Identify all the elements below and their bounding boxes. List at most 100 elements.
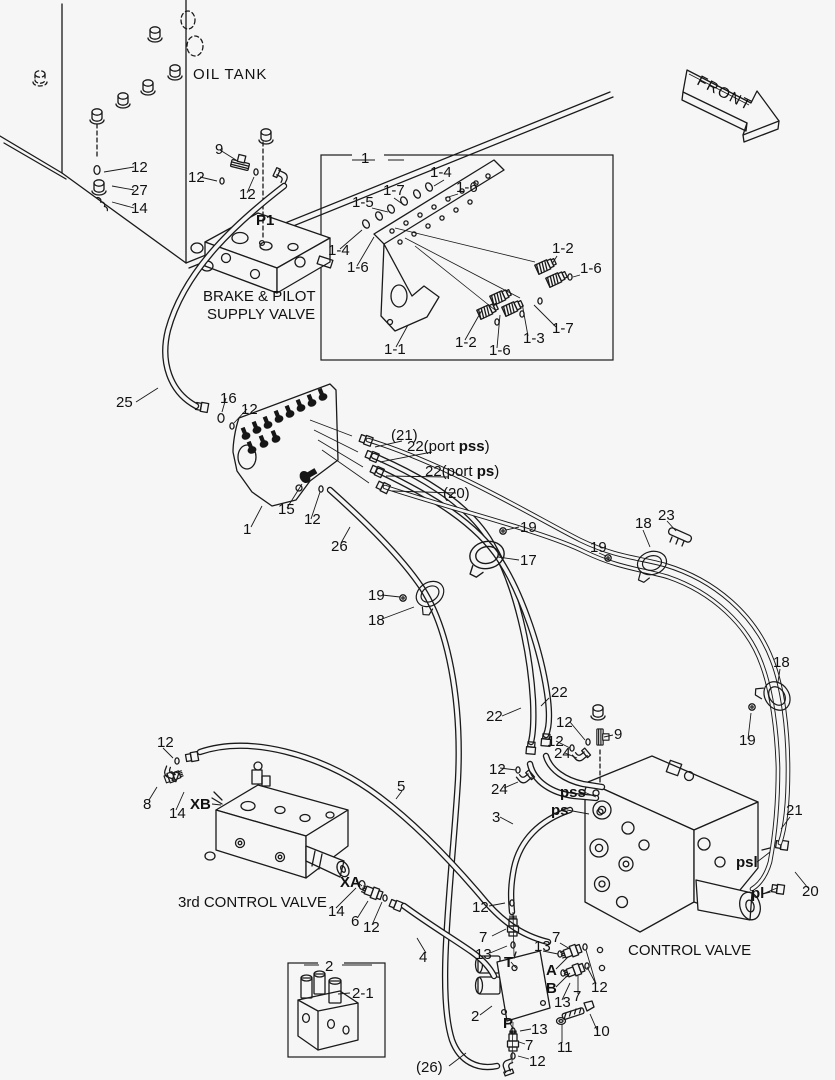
callout-4: 4: [419, 949, 427, 966]
callout-23: 23: [658, 507, 675, 524]
port-label-t: T: [504, 954, 513, 971]
callout-1-6: 1-6: [580, 260, 602, 277]
oil-tank-label: OIL TANK: [193, 66, 267, 83]
callout-13: 13: [554, 994, 571, 1011]
callout-1-2: 1-2: [552, 240, 574, 257]
callout-1-6: 1-6: [347, 259, 369, 276]
callout-19: 19: [368, 587, 385, 604]
leader-lines: [103, 149, 809, 1067]
callout-12: 12: [363, 919, 380, 936]
callout-13: 13: [475, 946, 492, 963]
callout-22: 22: [551, 684, 568, 701]
callout-9: 9: [614, 726, 622, 743]
clamps: [399, 527, 797, 719]
callout-20: 20: [802, 883, 819, 900]
callout-12: 12: [556, 714, 573, 731]
callout-1-2: 1-2: [455, 334, 477, 351]
brake-pilot-supply-valve: [190, 128, 334, 294]
callout-1-6: 1-6: [456, 179, 478, 196]
port-label-pl: pl: [751, 885, 764, 902]
port-label-ps: ps: [551, 802, 569, 819]
oil-tank: [0, 0, 614, 269]
port-label-p: P: [503, 1015, 513, 1032]
hoses: [162, 182, 791, 1071]
callout-7: 7: [525, 1037, 533, 1054]
callout-25: 25: [116, 394, 133, 411]
callout-18: 18: [368, 612, 385, 629]
brake-pilot-supply-valve-label-line1: BRAKE & PILOT: [203, 288, 316, 305]
control-valve-label: CONTROL VALVE: [628, 942, 751, 959]
callout-11: 11: [557, 1039, 573, 1056]
callout-1-5: 1-5: [352, 194, 374, 211]
fittings: [358, 433, 595, 1077]
callout-1: 1: [361, 150, 369, 167]
pin-23: [667, 527, 693, 547]
port-label-xb: XB: [190, 796, 211, 813]
callout-1-7: 1-7: [383, 182, 405, 199]
callout-1-4: 1-4: [430, 164, 452, 181]
control-valve: [584, 704, 790, 972]
callout-19: 19: [520, 519, 537, 536]
hose-label-pss: 22(port pss): [407, 438, 490, 455]
callout-16: 16: [220, 390, 237, 407]
port-label-a: A: [546, 962, 557, 979]
callout-12: 12: [131, 159, 148, 176]
callout-1-6: 1-6: [489, 342, 511, 359]
port-label-pss: pss: [560, 784, 586, 801]
callout-2: 2: [325, 958, 333, 975]
detail-box-2: [287, 957, 386, 1058]
callout-19: 19: [590, 539, 607, 556]
callout-26: 26: [331, 538, 348, 555]
callout-1: 1: [243, 521, 251, 538]
callout-13: 13: [534, 938, 551, 955]
callout-3: 3: [492, 809, 500, 826]
callout-1-1: 1-1: [384, 341, 406, 358]
callout-12: 12: [591, 979, 608, 996]
callout-12: 12: [241, 401, 258, 418]
hose-label-ps: 22(port ps): [425, 463, 499, 480]
callout-7: 7: [479, 929, 487, 946]
callout-9: 9: [215, 141, 223, 158]
callout-10: 10: [593, 1023, 610, 1040]
callout-14: 14: [131, 200, 148, 217]
callout-27: 27: [131, 182, 148, 199]
callout-19: 19: [739, 732, 756, 749]
front-arrow: [681, 69, 780, 143]
callout-14: 14: [169, 805, 186, 822]
callout-6: 6: [351, 913, 359, 930]
callout-18: 18: [773, 654, 790, 671]
callout-12: 12: [188, 169, 205, 186]
callout-2-1: 2-1: [352, 985, 374, 1002]
callout-1-7: 1-7: [552, 320, 574, 337]
callout-12: 12: [239, 186, 256, 203]
callout-2: 2: [471, 1008, 479, 1025]
port-label-p1: P1: [256, 212, 274, 229]
callout-24: 24: [554, 745, 571, 762]
callout-26: (26): [416, 1059, 443, 1076]
callout-1-3: 1-3: [523, 330, 545, 347]
callout-14: 14: [328, 903, 345, 920]
callout-18: 18: [635, 515, 652, 532]
callout-24: 24: [491, 781, 508, 798]
third-control-valve-label: 3rd CONTROL VALVE: [178, 894, 327, 911]
port-label-psl: psl: [736, 854, 758, 871]
callout-12: 12: [529, 1053, 546, 1070]
callout-8: 8: [143, 796, 151, 813]
callout-12: 12: [157, 734, 174, 751]
port-label-xa: XA: [340, 874, 361, 891]
callout-12: 12: [472, 899, 489, 916]
callout-5: 5: [397, 778, 405, 795]
third-control-valve: [162, 750, 404, 913]
callout-12: 12: [489, 761, 506, 778]
mounting-bracket: [194, 383, 370, 507]
callout-7: 7: [573, 988, 581, 1005]
callout-1-4: 1-4: [328, 242, 350, 259]
callout-7: 7: [552, 929, 560, 946]
callout-21: (21): [391, 427, 418, 444]
callout-13: 13: [531, 1021, 548, 1038]
callout-21: 21: [786, 802, 803, 819]
callout-12: 12: [547, 733, 564, 750]
